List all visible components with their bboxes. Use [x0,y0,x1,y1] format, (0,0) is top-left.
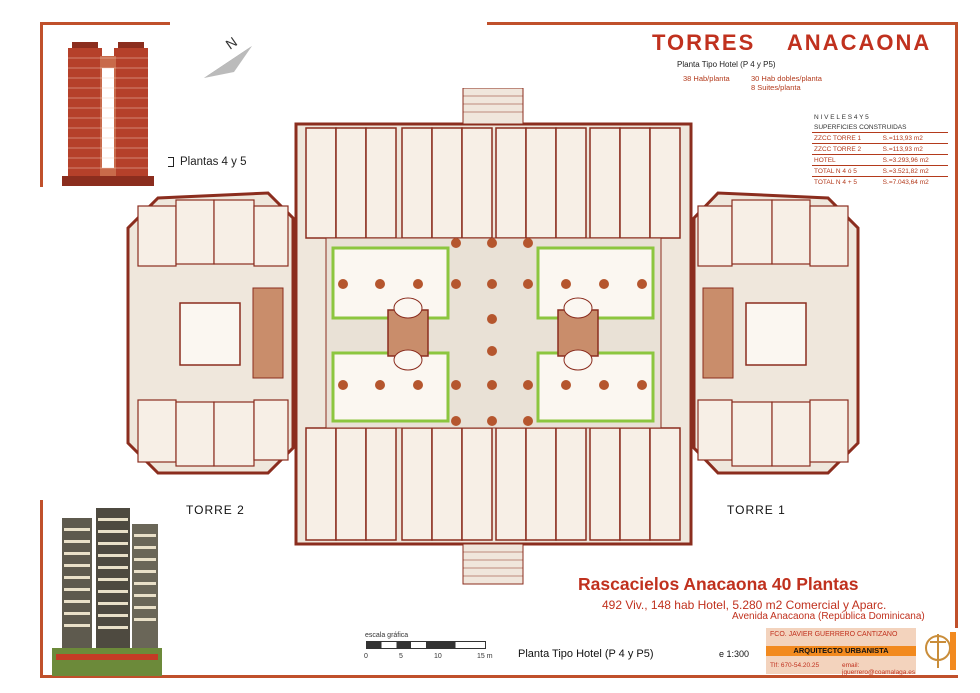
scale-tick: 0 [364,653,368,660]
plan-label: Planta Tipo Hotel (P 4 y P5) [518,648,654,660]
architect-email: email: jguerrero@coamalaga.es [842,662,916,676]
architect-phone: Tlf: 670-54.20.25 [770,662,820,669]
atrium-columns [338,238,647,426]
architect-name: FCO. JAVIER GUERRERO CANTIZANO [770,631,898,638]
credits-box: FCO. JAVIER GUERRERO CANTIZANO ARQUITECT… [766,628,916,676]
rooms-per-floor: 38 Hab/planta [683,74,730,83]
floor-plan-drawing [126,88,860,585]
scale-bar [366,641,486,649]
rooms-top [305,127,681,239]
areas-table: N I V E L E S 4 Y 5 SUPERFICIES CONSTRUI… [812,112,948,187]
scale-bar-label: escala gráfica [365,632,409,639]
frame-line-left-lower [40,500,43,678]
project-description: 492 Viv., 148 hab Hotel, 5.280 m2 Comerc… [602,598,887,612]
area-value: S.=3.293,96 m2 [880,154,948,166]
project-name-title: TORRES ANACAONA [652,30,932,55]
tower-elevation-drawing [62,42,154,186]
area-label: HOTEL [812,154,881,166]
area-value: S.=3.521,82 m2 [880,165,948,177]
svg-text:N: N [223,34,240,53]
frame-line-top [487,22,957,25]
plantas-label: Plantas 4 y 5 [168,156,246,168]
frame-line-top-left [40,22,170,25]
scale-ratio: e 1:300 [719,649,750,659]
plantas-text: Plantas 4 y 5 [180,156,247,168]
area-label: TOTAL N 4 ó 5 [812,165,881,177]
scale-tick: 15 m [477,653,493,660]
area-label: ZZCC TORRE 2 [812,143,881,155]
scale-tick: 5 [399,653,403,660]
frame-line-left-upper [40,22,43,187]
room-type-item: 8 Suites/planta [751,83,801,92]
frame-line-right [955,22,958,672]
area-value: S.=113,93 m2 [880,143,948,155]
areas-table-header: N I V E L E S 4 Y 5 [814,113,869,121]
area-value: S.=7.043,64 m2 [880,176,948,187]
project-address: Avenida Anacaona (República Dominicana) [732,611,925,622]
architect-role: ARQUITECTO URBANISTA [766,646,916,656]
room-types: 30 Hab dobles/planta 8 Suites/planta [751,74,822,92]
frame-line-bottom [40,675,958,678]
project-title: Rascacielos Anacaona 40 Plantas [578,574,859,594]
torre-2-label: TORRE 2 [186,503,245,517]
north-arrow-icon: N [204,34,252,78]
torre-1-label: TORRE 1 [727,503,786,517]
room-type-item: 30 Hab dobles/planta [751,74,822,83]
bracket-icon [168,156,174,167]
area-label: ZZCC TORRE 1 [812,132,881,144]
area-value: S.=113,93 m2 [880,132,948,144]
plan-subtitle: Planta Tipo Hotel (P 4 y P5) [677,60,776,69]
scale-tick: 10 [434,653,442,660]
area-label: TOTAL N 4 + 5 [812,176,881,187]
studio-logo-icon [918,628,958,674]
tower-photo-image [52,498,162,676]
areas-table-subheader: SUPERFICIES CONSTRUIDAS [814,123,907,131]
